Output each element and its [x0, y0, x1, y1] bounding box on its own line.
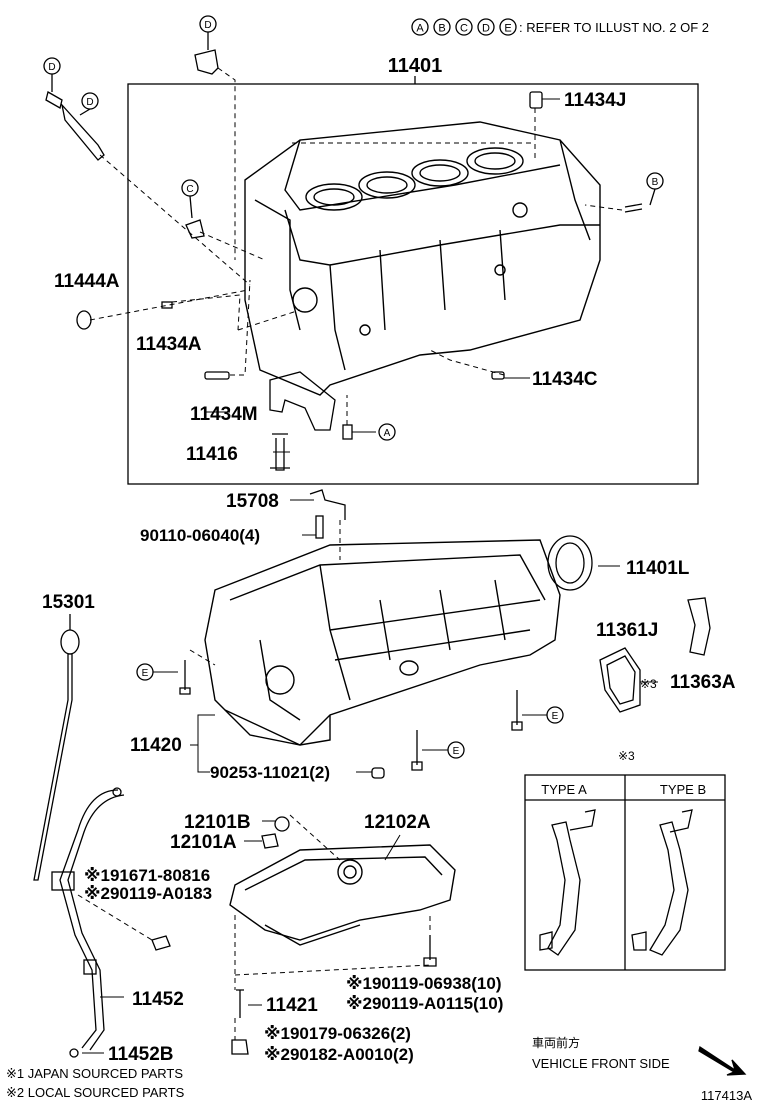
- callout-d-sensor: D: [86, 97, 93, 108]
- part-90253-11021[interactable]: 90253-11021(2): [210, 763, 330, 782]
- callout-b: B: [652, 177, 659, 188]
- part-90182-a0010[interactable]: ※290182-A0010(2): [264, 1045, 414, 1064]
- bearing-cap-drawing: [269, 371, 336, 431]
- block-small-parts: [45, 49, 643, 471]
- guide-leaders: [82, 996, 124, 1054]
- legend-circle-e: [499, 18, 517, 36]
- part-91671-80816[interactable]: ※191671-80816: [84, 866, 210, 885]
- crankcase-leaders: [153, 499, 658, 773]
- note3-mark: ※3: [640, 677, 657, 691]
- legend-circle-a: [411, 18, 429, 36]
- oil-pan-drawing: [229, 844, 456, 946]
- legend-circle-d: [477, 18, 495, 36]
- type-a-bracket: [547, 821, 581, 956]
- crankcase-drawing: [204, 539, 561, 746]
- part-11434j[interactable]: 11434J: [564, 90, 626, 111]
- refer-text: : REFER TO ILLUST NO. 2 OF 2: [519, 20, 709, 35]
- callout-a: A: [384, 428, 391, 439]
- part-11452[interactable]: 11452: [132, 989, 184, 1010]
- part-12101b[interactable]: 12101B: [184, 812, 251, 833]
- oil-pan-dashed: [234, 814, 431, 1040]
- oil-pan-parts: [231, 816, 437, 1055]
- part-15708[interactable]: 15708: [226, 491, 279, 512]
- block-dashed-leaders: [89, 67, 623, 425]
- part-12101a[interactable]: 12101A: [170, 832, 237, 853]
- callout-e-1: E: [142, 668, 149, 679]
- crankcase-parts: [179, 489, 711, 779]
- part-11421[interactable]: 11421: [266, 995, 318, 1016]
- part-11444a[interactable]: 11444A: [54, 271, 120, 292]
- legend-letter-e: E: [504, 23, 511, 35]
- front-direction-en: VEHICLE FRONT SIDE: [532, 1056, 670, 1071]
- type-a-label: TYPE A: [541, 782, 587, 797]
- callout-d-top: D: [204, 20, 211, 31]
- part-11420[interactable]: 11420: [130, 735, 182, 756]
- part-11434a[interactable]: 11434A: [136, 334, 202, 355]
- legend-circle-b: [433, 18, 451, 36]
- part-11361j[interactable]: 11361J: [596, 620, 658, 641]
- callout-circles: [43, 15, 664, 759]
- front-direction-jp: 車両前方: [532, 1035, 580, 1050]
- dipstick-guide-drawing: [51, 787, 171, 1058]
- dipstick-drawing: [33, 614, 80, 881]
- legend-letter-c: C: [460, 23, 468, 35]
- callout-e-3: E: [453, 746, 460, 757]
- callout-c: C: [186, 184, 193, 195]
- callout-d-left: D: [48, 62, 55, 73]
- part-11434m[interactable]: 11434M: [190, 404, 258, 425]
- part-90110-06040[interactable]: 90110-06040(4): [140, 526, 260, 545]
- part-90119-06938[interactable]: ※190119-06938(10): [346, 974, 501, 993]
- guide-dashed: [77, 894, 153, 941]
- legend-circle-c: [455, 18, 473, 36]
- part-90119-a0183[interactable]: ※290119-A0183: [84, 884, 212, 903]
- type-b-tab: [669, 809, 693, 833]
- part-11434c[interactable]: 11434C: [532, 369, 598, 390]
- part-90119-a0115[interactable]: ※290119-A0115(10): [346, 994, 503, 1013]
- part-11401l[interactable]: 11401L: [626, 558, 690, 579]
- part-90179-06326[interactable]: ※190179-06326(2): [264, 1024, 411, 1043]
- legend-letter-d: D: [482, 23, 490, 35]
- part-11416[interactable]: 11416: [186, 444, 238, 465]
- type-a-tab: [569, 809, 596, 831]
- front-direction-arrow: [698, 1045, 747, 1076]
- legend-letter-a: A: [416, 23, 424, 35]
- part-15301[interactable]: 15301: [42, 592, 95, 613]
- crankcase-dashed: [189, 520, 341, 666]
- illustration-number: 117413A: [701, 1088, 752, 1103]
- type-b-bracket: [649, 821, 689, 956]
- cylinder-block-drawing: [244, 121, 601, 396]
- header-legend: [411, 18, 517, 36]
- cylinder-block-frame: [127, 83, 699, 485]
- footnote-local-sourced: ※2 LOCAL SOURCED PARTS: [6, 1085, 185, 1100]
- part-11401[interactable]: 11401: [388, 55, 443, 77]
- oil-pan-leaders: [244, 820, 401, 1006]
- block-leaders: [205, 98, 560, 453]
- part-11363a[interactable]: 11363A: [670, 672, 736, 693]
- types-box-mark: ※3: [618, 749, 635, 763]
- callout-e-2: E: [552, 711, 559, 722]
- part-11452b[interactable]: 11452B: [108, 1044, 174, 1065]
- part-12102a[interactable]: 12102A: [364, 812, 431, 833]
- legend-letter-b: B: [438, 23, 445, 35]
- types-box: [524, 774, 726, 971]
- type-b-label: TYPE B: [660, 782, 706, 797]
- footnote-japan-sourced: ※1 JAPAN SOURCED PARTS: [6, 1066, 183, 1081]
